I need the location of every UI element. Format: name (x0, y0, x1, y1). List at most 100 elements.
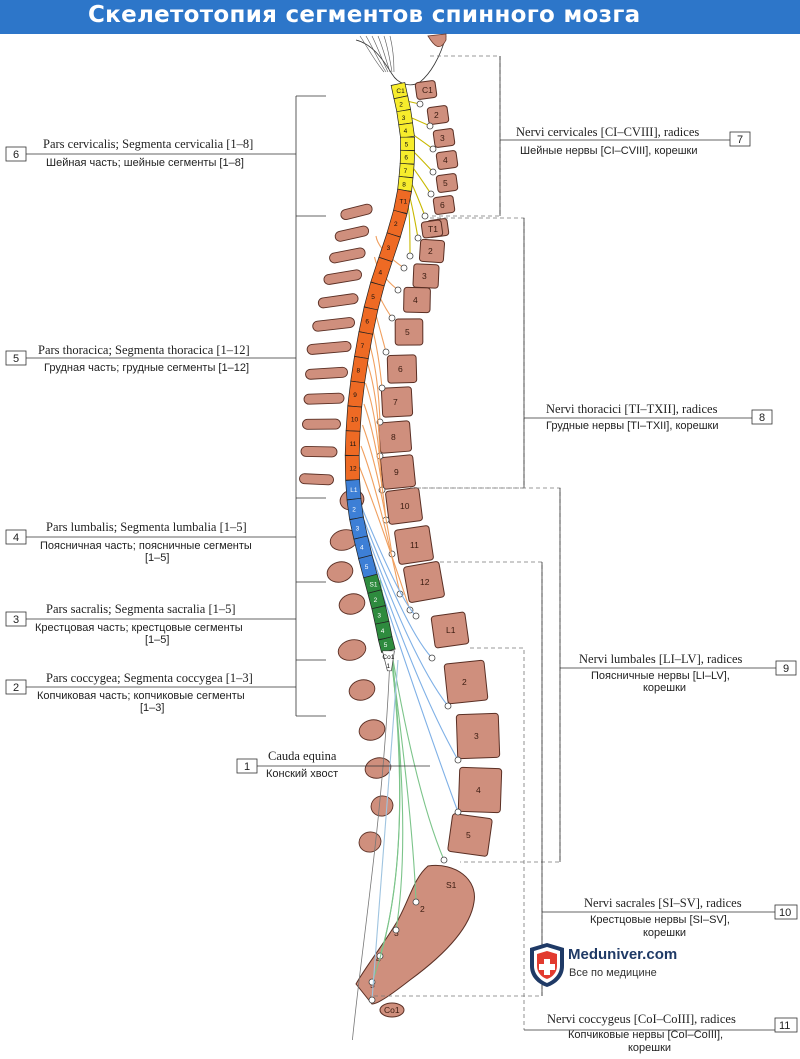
segment-thoracic-8: 8 (350, 356, 369, 384)
label-9-russian-line2: корешки (643, 682, 686, 694)
vertebra-cervical-4-label: 4 (443, 155, 448, 165)
label-10-number-box (774, 904, 798, 920)
nerve-cervical-7-ganglion (414, 234, 422, 242)
segment-sacral-2-label: 2 (374, 597, 378, 604)
nerve-sacral-5-ganglion (368, 978, 376, 986)
label-6: 6 Pars cervicalis; Segmenta cervicalia [… (5, 137, 253, 169)
segment-sacral-2: 2 (367, 589, 386, 610)
segment-thoracic-11: 11 (344, 430, 361, 457)
label-2-number: 2 (13, 682, 19, 694)
vertebra-thoracic-12-label: 12 (420, 577, 430, 587)
rib (306, 340, 352, 355)
segment-cervical-4-label: 4 (404, 128, 408, 135)
skull-base-line (365, 35, 387, 73)
vertebra-thoracic-4: 4 (403, 286, 431, 314)
vertebra-thoracic-2-label: 2 (428, 246, 433, 256)
label-10-latin: Nervi sacrales [SI–SV], radices (584, 896, 742, 910)
nerve-coccygeal-ganglion (368, 996, 376, 1004)
segment-thoracic-2-label: 2 (394, 221, 398, 228)
vertebra-lumbar-2-body (443, 659, 489, 705)
segment-cervical-2-label: 2 (399, 101, 403, 108)
occipital-bone (427, 33, 447, 48)
nerve-cervical-2-ganglion (426, 122, 434, 130)
vertebra-cervical-2-label: 2 (434, 110, 439, 120)
vertebra-thoracic-4-body (403, 286, 431, 314)
label-8-number-box (751, 409, 773, 425)
segment-lumbar-5: 5 (358, 554, 378, 579)
label-10-number: 10 (779, 907, 791, 919)
nerve-lumbar-1 (361, 507, 417, 617)
skull-base-line (383, 35, 393, 73)
vertebra-lumbar-1-body (430, 611, 470, 649)
skull-base-line (389, 35, 395, 73)
vertebra-thoracic-2-body (418, 238, 446, 264)
spinal-cord: C12345678T123456789101112L12345S12345Co1… (344, 82, 415, 1041)
vertebra-thoracic-6: 6 (386, 354, 418, 384)
segment-thoracic-2: 2 (386, 209, 408, 238)
vertebra-cervical-2: 2 (426, 105, 450, 125)
nerve-coccygeal (371, 659, 399, 1001)
skull-base-line (359, 35, 385, 73)
skull-base-line (371, 35, 389, 73)
label-1-latin: Cauda equina (268, 749, 337, 763)
segment-lumbar-1: L1 (345, 479, 362, 501)
label-5-number-box (5, 350, 27, 366)
label-11-latin: Nervi coccygeus [CoI–CoIII], radices (547, 1012, 736, 1026)
label-3-number-box (5, 611, 27, 627)
segment-thoracic-10: 10 (345, 405, 363, 432)
segment-thoracic-1-label: T1 (400, 199, 408, 206)
segment-thoracic-5-label: 5 (371, 294, 375, 301)
label-5-latin: Pars thoracica; Segmenta thoracica [1–12… (38, 343, 250, 357)
vertebra-thoracic-9-body (380, 454, 416, 490)
spinous-process (348, 679, 376, 701)
nerve-cervical-6-ganglion (421, 212, 429, 220)
nerve-cervical-1-ganglion (416, 100, 424, 108)
vertebra-thoracic-7-body (380, 386, 414, 418)
segment-coccygeal-block (381, 650, 395, 672)
nerve-sacral-1-ganglion (440, 856, 448, 864)
vertebra-cervical-6: 6 (432, 195, 456, 215)
rib (334, 225, 370, 242)
logo-brand: Meduniver.com (568, 946, 678, 963)
title-bar: Скелетотопия сегментов спинного мозга (0, 0, 800, 34)
label-7-latin: Nervi cervicales [CI–CVIII], radices (516, 125, 699, 139)
meduniver-logo[interactable]: Meduniver.com Все по медицине (528, 942, 688, 992)
segment-lumbar-2: 2 (346, 497, 364, 520)
segment-cervical-7-label: 7 (404, 168, 408, 175)
segment-cervical-8: 8 (397, 176, 414, 192)
rib (317, 293, 359, 309)
label-3-russian-line2: [1–5] (145, 634, 169, 646)
vertebra-lumbar-4-body (457, 766, 503, 814)
label-7-number-box (729, 131, 751, 147)
label-3-number: 3 (13, 614, 19, 626)
segment-lumbar-4: 4 (353, 535, 373, 559)
label-leader-lines (26, 55, 776, 1031)
vertebra-thoracic-1-body (420, 219, 444, 239)
label-1-number: 1 (244, 761, 250, 773)
label-8-russian: Грудные нервы [TI–TXII], корешки (546, 420, 719, 432)
vertebra-cervical-3-body (432, 128, 456, 148)
nerve-sacral-2-ganglion (412, 898, 420, 906)
vertebra-thoracic-7-label: 7 (393, 397, 398, 407)
nerve-lumbar-5-ganglion (454, 808, 462, 816)
vertebral-column: C123456723456789101112T1L12345S12345Co1 (355, 80, 503, 1018)
vertebra-lumbar-2: 2 (443, 659, 489, 705)
segment-lumbar-3-label: 3 (356, 526, 360, 533)
segment-thoracic-8-label: 8 (357, 367, 361, 374)
label-1-number-box (236, 758, 258, 774)
vertebra-thoracic-11: 11 (394, 525, 434, 565)
vertebra-thoracic-3-label: 3 (422, 271, 427, 281)
spinous-process (364, 757, 392, 779)
vertebra-lumbar-3: 3 (455, 712, 501, 760)
label-7-russian: Шейные нервы [CI–CVIII], корешки (520, 145, 697, 157)
label-4-latin: Pars lumbalis; Segmenta lumbalia [1–5] (46, 520, 247, 534)
segment-coccygeal-label-2: 1 (386, 663, 390, 670)
segment-thoracic-1: T1 (393, 188, 412, 214)
nerve-lumbar-1-ganglion (412, 612, 420, 620)
vertebra-thoracic-10-body (385, 487, 423, 525)
vertebra-sacral-label-2: 2 (420, 904, 425, 914)
label-11-number-box (774, 1017, 798, 1033)
label-11-russian-line2: корешки (628, 1042, 671, 1054)
label-4-number: 4 (13, 532, 19, 544)
nerve-sacral-5 (371, 619, 401, 983)
